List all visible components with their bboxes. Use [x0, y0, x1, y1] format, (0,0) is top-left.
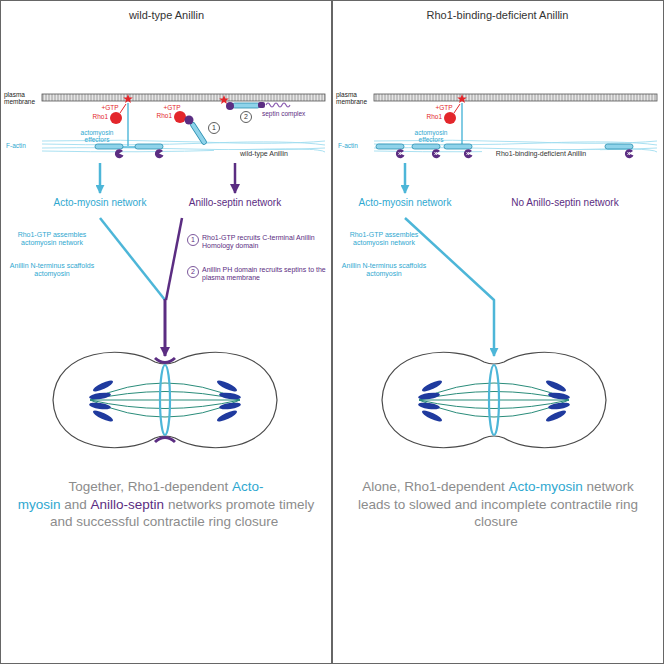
effector-label: actomyosin effectors: [70, 129, 124, 144]
anillin-molecule: [605, 144, 634, 158]
panel: Rho1-binding-deficient Anillin: [331, 0, 664, 664]
anillin-molecule: [232, 103, 260, 108]
dividing-cell: [53, 352, 277, 447]
flow-arrow: [404, 163, 407, 193]
network-label: Anillo-septin network: [175, 197, 295, 209]
callout-circle: [209, 123, 220, 134]
network-label: Acto-myosin network: [345, 197, 465, 209]
gtp-label: +GTP: [160, 104, 184, 111]
actomyosin-effector: [127, 103, 128, 146]
panel: wild-type Anillin: [0, 0, 333, 664]
effector-star: [219, 95, 229, 104]
f-actin-label: F-actin: [6, 142, 40, 149]
callout-number: 1: [187, 234, 199, 246]
gtp-label: +GTP: [432, 104, 456, 111]
membrane-label: plasma membrane: [336, 91, 372, 106]
callout-number: 2: [187, 266, 199, 278]
anillin-molecule: [444, 144, 473, 158]
rho1-activation: [120, 104, 126, 113]
rho1-circle: [444, 112, 456, 124]
dividing-cell: [382, 352, 606, 447]
summary-block: Together, Rho1-dependentActo-myosinandAn…: [14, 478, 318, 531]
gtp-label: +GTP: [98, 104, 122, 111]
right-illustration: [374, 94, 657, 448]
anillin-molecule: [193, 125, 204, 142]
network-label: No Anillo-septin network: [500, 197, 630, 209]
f-actin-label: F-actin: [338, 142, 372, 149]
rho1-activation: [454, 104, 460, 113]
actomyosin-effector: [461, 103, 462, 146]
callout-number: 2: [240, 111, 252, 123]
plasma-membrane: [374, 94, 657, 101]
mechanism-note: Rho1-GTP recruits C-terminal Anillin Hom…: [202, 234, 326, 250]
panel-title: wild-type Anillin: [1, 9, 332, 21]
effector-star: [457, 94, 467, 103]
merge-line: [100, 218, 165, 300]
anillin-molecule: [95, 144, 124, 158]
septin-complex: [266, 103, 290, 107]
flow-arrow: [99, 163, 102, 193]
septin-label: septin complex: [262, 110, 324, 117]
summary-text: Anillo-septin: [91, 497, 165, 512]
anillin-label: wild-type Anillin: [214, 150, 314, 158]
anillin-molecule: [135, 144, 164, 158]
panel-title: Rho1-binding-deficient Anillin: [332, 9, 663, 21]
flow-arrow: [164, 299, 167, 356]
callout-circle: [188, 267, 199, 278]
network-label: Acto-myosin network: [40, 197, 160, 209]
callout-circle: [241, 112, 252, 123]
anillin-label: Rho1-binding-deficient Anillin: [482, 150, 600, 158]
anillin-molecule: [376, 144, 405, 158]
septin-ring-mark: [155, 438, 175, 443]
flow-arrow: [405, 218, 494, 356]
mechanism-note: Anillin N-terminus scaffolds actomyosin: [6, 262, 98, 278]
merge-line: [166, 218, 182, 300]
flow-arrow: [234, 163, 237, 193]
mechanism-note: Anillin PH domain recruits septins to th…: [202, 266, 326, 282]
callout-circle: [188, 235, 199, 246]
left-illustration: [42, 94, 325, 448]
rho1-circle: [110, 112, 122, 124]
mechanism-note: Rho1-GTP assembles actomyosin network: [6, 231, 98, 247]
plasma-membrane: [42, 94, 325, 101]
summary-text: and: [64, 497, 87, 512]
anillin-molecule: [412, 144, 441, 158]
effector-label: actomyosin effectors: [404, 129, 458, 144]
mechanism-note: Anillin N-terminus scaffolds actomyosin: [338, 262, 430, 278]
summary-text: networks promote timely and successful c…: [50, 497, 314, 530]
mechanism-note: Rho1-GTP assembles actomyosin network: [338, 231, 430, 247]
effector-star: [123, 94, 133, 103]
anillin-ah-domain: [226, 102, 234, 110]
rho1-label: Rho1: [150, 112, 172, 119]
rho1-label: Rho1: [86, 113, 108, 120]
summary-text: Acto-myosin: [509, 479, 583, 494]
summary-text: Alone, Rho1-dependent: [362, 479, 505, 494]
rho1-label: Rho1: [420, 113, 442, 120]
membrane-label: plasma membrane: [4, 91, 40, 106]
anillin-ph-domain: [258, 102, 265, 108]
septin-ring-mark: [155, 358, 175, 363]
callout-number: 1: [208, 122, 220, 134]
summary-text: Together, Rho1-dependent: [68, 479, 228, 494]
rho1-circle: [174, 111, 186, 123]
summary-block: Alone, Rho1-dependentActo-myosinnetwork …: [346, 478, 650, 531]
anillin-ah-domain: [185, 116, 194, 125]
anillin-molecule: [193, 125, 204, 142]
